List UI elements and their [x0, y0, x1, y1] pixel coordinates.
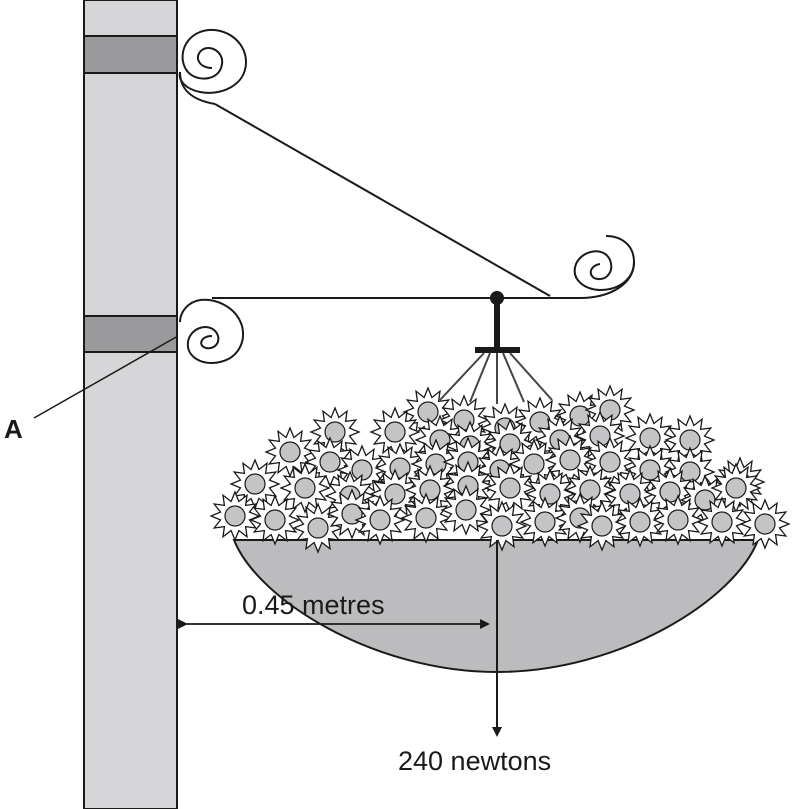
wall-post: [83, 0, 178, 809]
flower: [519, 496, 571, 548]
label-distance: 0.45 metres: [242, 590, 385, 620]
flower: [249, 494, 301, 546]
lower-fixing-band: [83, 315, 178, 353]
flower: [696, 496, 748, 548]
flower: [354, 494, 406, 546]
bracket: [178, 29, 636, 364]
flower: [402, 386, 454, 438]
flower: [336, 444, 388, 496]
hanger: [439, 291, 553, 404]
upper-fixing-band: [83, 35, 178, 74]
flower: [476, 500, 528, 552]
label-point-a: A: [4, 414, 23, 444]
flower: [209, 490, 261, 542]
diagonal-brace: [214, 103, 551, 297]
flower: [292, 502, 344, 554]
point-a-leader: [33, 335, 179, 419]
flower: [710, 462, 762, 514]
flower: [369, 468, 421, 520]
lower-scroll-join: [179, 299, 201, 323]
upper-curve: [179, 71, 216, 105]
flower: [584, 384, 636, 436]
hook-stem: [494, 298, 500, 348]
flower: [614, 496, 666, 548]
hook-bar: [475, 347, 520, 353]
flower: [576, 500, 628, 552]
right-scroll-tail: [579, 261, 635, 299]
flower: [739, 498, 791, 550]
flower: [652, 494, 704, 546]
hanging-chains: [439, 352, 553, 404]
label-weight: 240 newtons: [398, 746, 551, 776]
flower: [484, 462, 536, 514]
flower: [304, 436, 356, 488]
flower: [440, 484, 492, 536]
upper-scroll: [178, 29, 248, 94]
flower: [264, 426, 316, 478]
flowers: [209, 384, 791, 554]
lower-scroll: [186, 298, 244, 364]
flower: [400, 492, 452, 544]
